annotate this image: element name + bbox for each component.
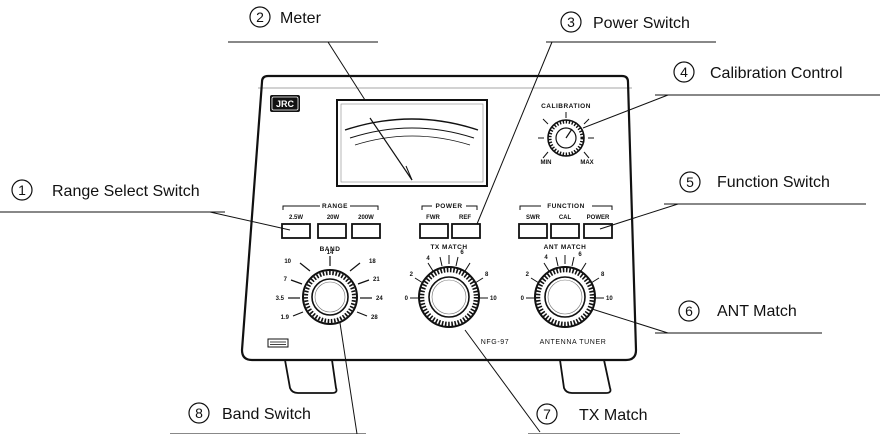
calibration-min-label: MIN — [541, 160, 552, 166]
function-group: FUNCTION SWR CAL POWER — [518, 203, 613, 239]
range-button-2-5w[interactable] — [281, 223, 311, 239]
callout-1-range-select: 1 Range Select Switch — [0, 179, 291, 231]
tx-tick-2: 2 — [410, 272, 414, 278]
meter — [336, 99, 488, 187]
range-button-200w[interactable] — [351, 223, 381, 239]
range-btn-label-1: 2.5W — [289, 215, 303, 221]
callout-8-num: 8 — [195, 405, 203, 421]
ant-tick-2: 2 — [526, 272, 530, 278]
ant-tick-8: 8 — [601, 272, 605, 278]
tx-tick-8: 8 — [485, 272, 489, 278]
calibration-label: CALIBRATION — [541, 103, 591, 110]
ant-tick-0: 0 — [521, 296, 525, 302]
callout-6-num: 6 — [685, 303, 693, 319]
function-btn-label-3: POWER — [587, 215, 610, 221]
band-tick-18: 18 — [369, 259, 376, 265]
callout-7-label: TX Match — [579, 407, 647, 424]
meter-needle — [369, 117, 413, 181]
band-tick-14: 14 — [327, 250, 334, 256]
callout-4-label: Calibration Control — [710, 65, 843, 82]
callout-6-ant-match: 6 ANT Match — [591, 300, 822, 334]
function-button-cal[interactable] — [550, 223, 580, 239]
calibration-max-label: MAX — [580, 160, 593, 166]
band-tick-7: 7 — [284, 277, 288, 283]
device-subtitle: ANTENNA TUNER — [540, 339, 607, 346]
range-button-20w[interactable] — [317, 223, 347, 239]
tx-tick-4: 4 — [426, 256, 430, 262]
cabinet — [240, 74, 638, 394]
callout-8-band-switch: 8 Band Switch — [170, 322, 366, 434]
power-btn-label-1: FWR — [426, 215, 440, 221]
tx-tick-6: 6 — [460, 250, 464, 256]
callout-1-label: Range Select Switch — [52, 183, 200, 200]
callout-5-function-switch: 5 Function Switch — [599, 171, 866, 230]
range-btn-label-3: 200W — [358, 215, 374, 221]
range-title: RANGE — [322, 203, 348, 210]
callout-1-num: 1 — [18, 182, 26, 198]
power-button-ref[interactable] — [451, 223, 481, 239]
callout-8-label: Band Switch — [222, 406, 311, 423]
callout-5-label: Function Switch — [717, 174, 830, 191]
power-group: POWER FWR REF — [419, 203, 481, 239]
callout-5-num: 5 — [686, 174, 694, 190]
ant-tick-6: 6 — [578, 252, 582, 258]
function-button-swr[interactable] — [518, 223, 548, 239]
function-btn-label-2: CAL — [559, 215, 572, 221]
power-title: POWER — [435, 203, 462, 210]
tx-tick-0: 0 — [405, 296, 409, 302]
ant-tick-10: 10 — [606, 296, 613, 302]
band-switch[interactable]: BAND 10 14 18 7 21 3.5 24 1.9 28 — [276, 246, 384, 325]
callout-7-tx-match: 7 TX Match — [464, 329, 680, 434]
range-group: RANGE 2.5W 20W 200W — [281, 203, 381, 239]
jrc-logo: JRC — [270, 95, 300, 112]
band-tick-10: 10 — [284, 259, 291, 265]
function-btn-label-1: SWR — [526, 215, 541, 221]
callout-7-num: 7 — [543, 406, 551, 422]
tx-match-title: TX MATCH — [430, 244, 467, 251]
tx-tick-10: 10 — [490, 296, 497, 302]
ant-match-knob[interactable]: ANT MATCH 0 2 4 6 8 10 — [521, 244, 614, 328]
band-tick-3-5: 3.5 — [276, 296, 285, 302]
callout-2-num: 2 — [256, 9, 264, 25]
logo-text: JRC — [276, 99, 295, 109]
callout-4-calibration: 4 Calibration Control — [582, 61, 880, 129]
band-tick-28: 28 — [371, 315, 378, 321]
range-btn-label-2: 20W — [327, 215, 340, 221]
power-button-fwr[interactable] — [419, 223, 449, 239]
callout-6-label: ANT Match — [717, 303, 797, 320]
serial-plate — [267, 338, 289, 348]
ant-match-title: ANT MATCH — [544, 244, 587, 251]
callout-4-num: 4 — [680, 64, 688, 80]
power-btn-label-2: REF — [459, 215, 471, 221]
band-title: BAND — [320, 246, 341, 253]
band-tick-21: 21 — [373, 277, 380, 283]
callout-3-label: Power Switch — [593, 15, 690, 32]
callout-2-meter: 2 Meter — [228, 6, 378, 101]
callout-3-num: 3 — [567, 14, 575, 30]
function-title: FUNCTION — [547, 203, 585, 210]
model-label: NFG-97 — [481, 339, 510, 346]
tx-match-knob[interactable]: TX MATCH 0 2 4 6 8 10 — [405, 244, 498, 328]
band-tick-24: 24 — [376, 296, 383, 302]
callout-2-label: Meter — [280, 10, 322, 27]
callout-3-power-switch: 3 Power Switch — [476, 11, 716, 225]
band-tick-1-9: 1.9 — [281, 315, 290, 321]
calibration-control[interactable]: CALIBRATION MIN MAX — [538, 103, 594, 166]
ant-tick-4: 4 — [544, 255, 548, 261]
